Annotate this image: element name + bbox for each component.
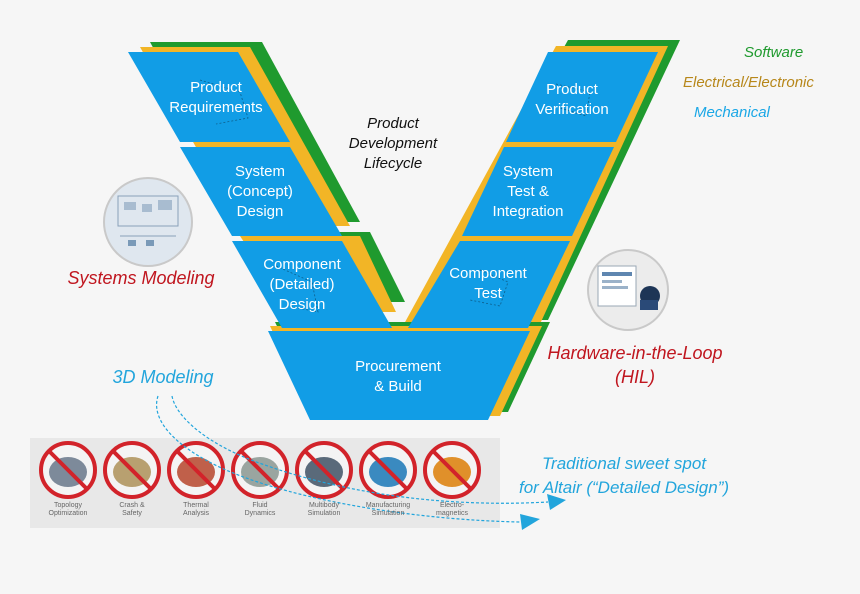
car-frame-icon-slash [47, 449, 89, 491]
crash-car-icon-slash [111, 449, 153, 491]
multibody-icon-slash [303, 449, 345, 491]
fluid-icon-slash [239, 449, 281, 491]
stage-block-component-test [408, 241, 570, 328]
stage-block-procurement-build [268, 331, 530, 420]
sweet-spot-label: Traditional sweet spot for Altair (“Deta… [518, 454, 730, 497]
tool-label: Thermal Analysis [182, 502, 210, 517]
stage-block-product-verification [506, 52, 658, 142]
label-system-design: System (Concept) Design [227, 163, 293, 220]
tool-label: Crash & Safety [119, 502, 145, 517]
thermal-icon-slash [175, 449, 217, 491]
tool-label: Electro- magnetics [436, 502, 468, 517]
tool-label: Multibody Simulation [307, 502, 341, 517]
lifecycle-title: Product Development Lifecycle [348, 115, 438, 172]
legend-electrical: Electrical/Electronic [683, 74, 814, 91]
stage-block-system-design [180, 147, 342, 236]
label-procurement-build: Procurement & Build [355, 358, 441, 395]
stage-block-component-design [232, 241, 392, 328]
stage-block-product-requirements [128, 52, 290, 142]
tool-label: Topology Optimization [48, 502, 88, 517]
block-dashed-outlines [199, 79, 591, 313]
3d-modeling-label: 3D Modeling [112, 367, 214, 387]
label-component-design: Component (Detailed) Design [263, 256, 341, 313]
label-product-requirements: Product Requirements [169, 79, 263, 116]
manufacturing-icon-slash [367, 449, 409, 491]
tool-label: Manufacturing Simulation [365, 502, 411, 517]
label-component-test: Component Test [449, 265, 527, 302]
legend-mechanical: Mechanical [694, 104, 770, 121]
stage-block-system-test [462, 147, 614, 236]
legend-software: Software [744, 44, 804, 61]
systems-modeling-label: Systems Modeling [67, 268, 215, 288]
systems-modeling-thumbnail [103, 177, 193, 267]
label-system-test: System Test & Integration [492, 163, 564, 220]
dashed-arrows [156, 395, 566, 530]
label-product-verification: Product Verification [535, 81, 609, 118]
antenna-icon-slash [431, 449, 473, 491]
hil-label: Hardware-in-the-Loop (HIL) [547, 343, 723, 387]
tool-icons [39, 441, 481, 499]
tool-label: Fluid Dynamics [244, 502, 276, 517]
hil-thumbnail [587, 249, 669, 331]
